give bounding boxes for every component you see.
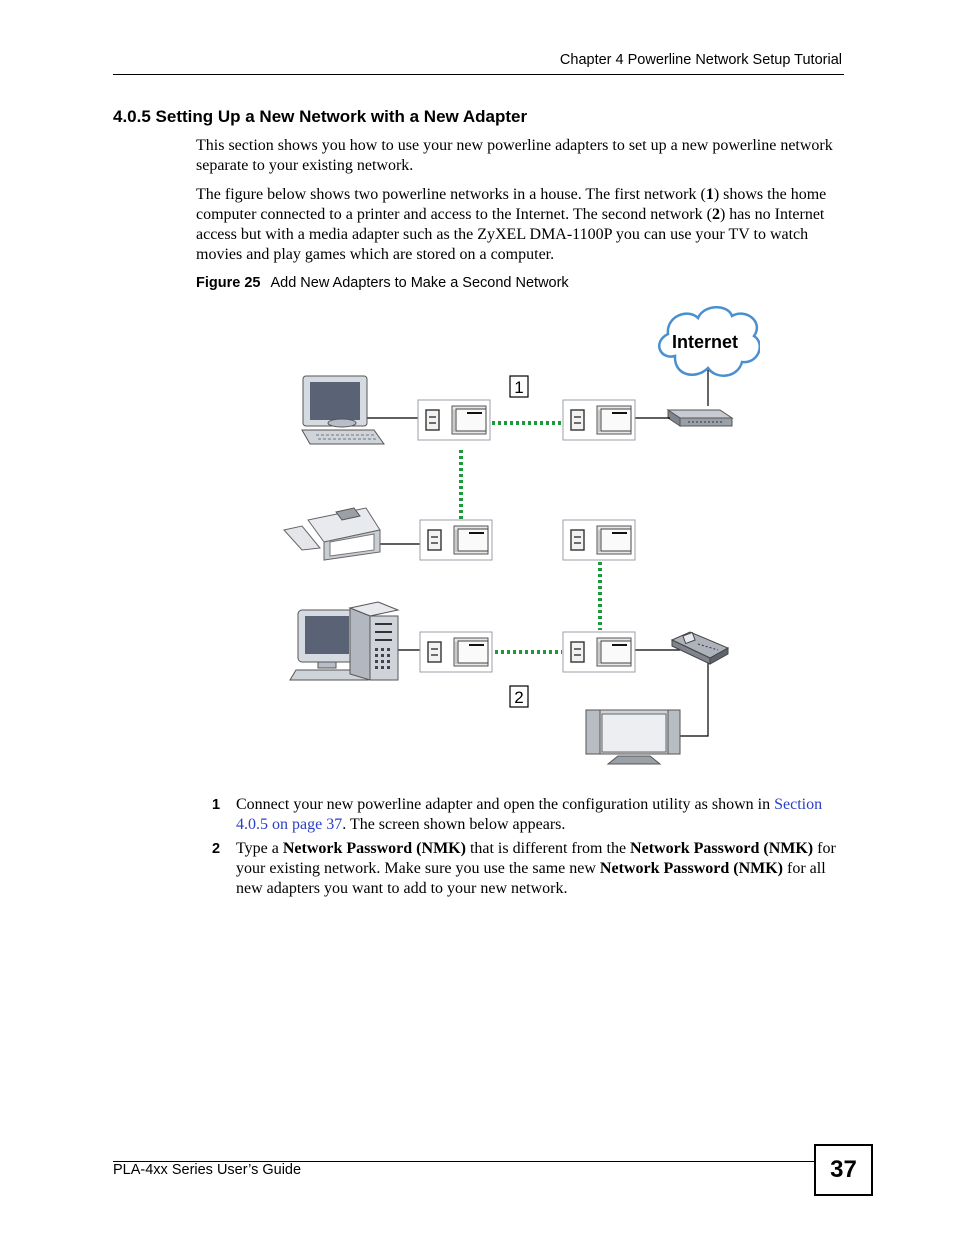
figure-description-paragraph: The figure below shows two powerline net… xyxy=(196,185,846,265)
modem-icon xyxy=(666,409,734,427)
desktop-computer-icon xyxy=(289,601,400,681)
step-number: 2 xyxy=(212,841,221,857)
step-text: Type a xyxy=(236,840,283,857)
powerline-adapter-icon xyxy=(419,519,493,561)
footer-rule xyxy=(113,1161,815,1162)
para-text: ) shows the home computer connected to a… xyxy=(196,186,827,223)
network-2-ref: 2 xyxy=(711,206,720,223)
step-text: for all new adapters you want to add to … xyxy=(236,860,826,897)
para-text: The figure below shows two powerline net… xyxy=(196,186,706,203)
step-bold-term: Network Password (NMK) xyxy=(630,840,814,857)
powerline-adapter-icon xyxy=(417,399,491,441)
figure-label: Figure 25 xyxy=(196,275,261,291)
step-bold-term: Network Password (NMK) xyxy=(599,860,783,877)
network-2-box xyxy=(509,685,529,708)
network-1-ref: 1 xyxy=(705,186,714,203)
laptop-icon xyxy=(301,375,385,445)
powerline-adapter-icon xyxy=(419,631,493,673)
tv-icon xyxy=(585,709,681,765)
powerline-adapter-icon xyxy=(562,519,636,561)
para-text: ) has no Internet access but with a medi… xyxy=(196,206,825,263)
page-number: 37 xyxy=(814,1144,873,1196)
media-adapter-icon xyxy=(670,631,730,665)
step-text: for your existing network. Make sure you… xyxy=(236,840,836,877)
footer-guide-title: PLA-4xx Series User’s Guide xyxy=(113,1162,302,1178)
step-text: . The screen shown below appears. xyxy=(342,816,566,833)
printer-icon xyxy=(283,507,381,561)
network-1-box xyxy=(509,375,529,398)
internet-cloud-icon xyxy=(657,306,760,377)
header-rule xyxy=(113,74,844,75)
step-number: 1 xyxy=(212,797,221,813)
network-2-label: 2 xyxy=(514,688,523,707)
intro-paragraph: This section shows you how to use your n… xyxy=(196,137,833,174)
powerline-links xyxy=(459,421,602,654)
section-heading: 4.0.5 Setting Up a New Network with a Ne… xyxy=(113,107,528,126)
powerline-adapter-icon xyxy=(562,399,636,441)
step-1: 1 Connect your new powerline adapter and… xyxy=(212,795,842,835)
internet-label: Internet xyxy=(672,332,738,352)
ethernet-wires xyxy=(365,417,709,737)
running-header: Chapter 4 Powerline Network Setup Tutori… xyxy=(559,52,842,68)
network-diagram: Internet 1 2 xyxy=(283,306,760,765)
step-2: 2 Type a Network Password (NMK) that is … xyxy=(212,839,842,899)
step-text: that is different from the xyxy=(465,840,631,857)
step-bold-term: Network Password (NMK) xyxy=(282,840,466,857)
figure-title: Add New Adapters to Make a Second Networ… xyxy=(270,275,569,291)
network-1-label: 1 xyxy=(514,378,523,397)
step-text: Connect your new powerline adapter and o… xyxy=(236,796,775,813)
section-link[interactable]: Section 4.0.5 on page 37 xyxy=(236,796,823,833)
powerline-adapter-icon xyxy=(562,631,636,673)
figure-caption: Figure 25 Add New Adapters to Make a Seco… xyxy=(196,275,569,291)
